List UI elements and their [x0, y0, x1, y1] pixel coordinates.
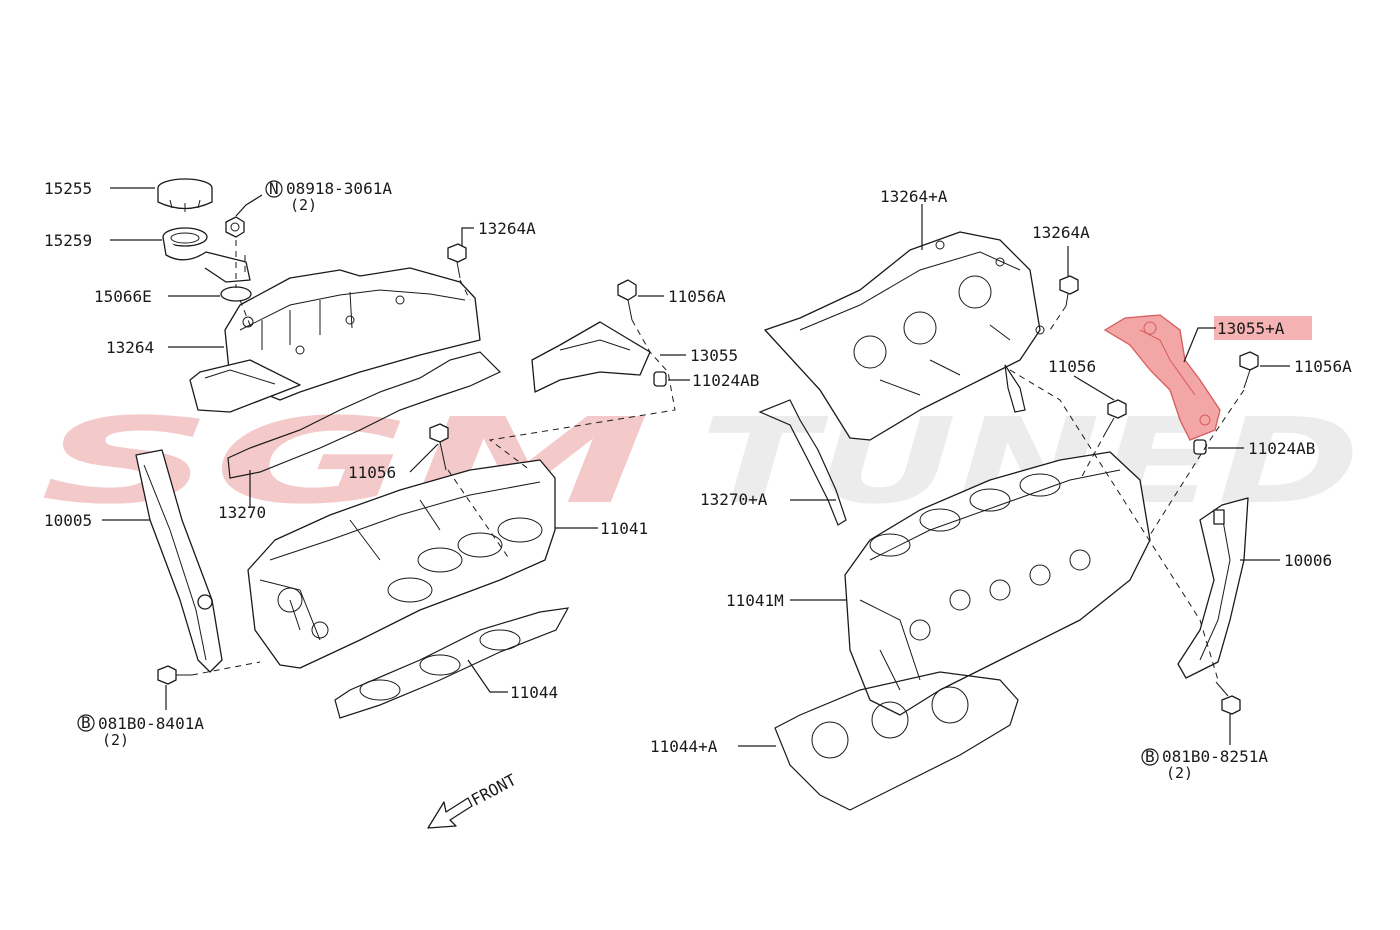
rocker-cover-gasket-right[interactable]: [758, 364, 1026, 526]
bolt-11056-left[interactable]: [429, 423, 449, 471]
nut-08918[interactable]: [225, 216, 245, 238]
label-15259: 15259: [44, 231, 92, 250]
label-b-prefix-right: B: [1145, 747, 1155, 766]
label-11044-plus-a: 11044+A: [650, 737, 718, 756]
n-marker-icon: [265, 180, 283, 198]
b-marker-icon-right: [1141, 748, 1159, 766]
rocker-cover-right[interactable]: [764, 231, 1045, 441]
front-direction-indicator: FRONT: [427, 770, 520, 829]
label-081b0-8401a-qty: (2): [102, 731, 129, 749]
label-11041m: 11041M: [726, 591, 784, 610]
label-08918-qty: (2): [290, 196, 317, 214]
label-13264a-right: 13264A: [1032, 223, 1090, 242]
label-11056-left: 11056: [348, 463, 396, 482]
label-11041: 11041: [600, 519, 648, 538]
oil-filler-tube[interactable]: [162, 227, 251, 283]
head-gasket-left[interactable]: [334, 607, 570, 719]
left-bank-assembly: [102, 178, 690, 719]
part-labels: 15255 N 08918-3061A (2) 15259 13264A 150…: [44, 179, 1352, 782]
oil-filler-cap[interactable]: [157, 178, 213, 212]
bolt-13264a-right[interactable]: [1059, 275, 1079, 307]
head-gasket-right[interactable]: [774, 671, 1019, 811]
label-13055: 13055: [690, 346, 738, 365]
chain-guide-left[interactable]: [135, 449, 223, 673]
bolt-11056a-right[interactable]: [1239, 351, 1259, 389]
bolt-081b0-8401a[interactable]: [157, 665, 192, 685]
cylinder-head-right[interactable]: [844, 451, 1151, 716]
chain-guide-right[interactable]: [1177, 497, 1249, 679]
label-15066e: 15066E: [94, 287, 152, 306]
right-bank-assembly: [738, 204, 1312, 811]
label-b-prefix-left: B: [81, 713, 91, 732]
label-11024ab-right: 11024AB: [1248, 439, 1315, 458]
collar-11024ab-right[interactable]: [1193, 439, 1207, 455]
front-label: FRONT: [468, 770, 520, 810]
o-ring[interactable]: [220, 286, 252, 302]
label-11056a-left: 11056A: [668, 287, 726, 306]
bolt-13264a-left[interactable]: [447, 243, 467, 279]
label-081b0-8401a: 081B0-8401A: [98, 714, 204, 733]
label-10006: 10006: [1284, 551, 1332, 570]
label-11056a-right: 11056A: [1294, 357, 1352, 376]
label-11024ab-left: 11024AB: [692, 371, 759, 390]
label-08918-3061a: 08918-3061A: [286, 179, 392, 198]
label-13055-plus-a: 13055+A: [1217, 319, 1285, 338]
watermark: SGM TUNED: [40, 392, 1360, 530]
label-081b0-8251a-qty: (2): [1166, 764, 1193, 782]
rocker-cover-gasket-left[interactable]: [227, 351, 502, 479]
label-11056-right: 11056: [1048, 357, 1096, 376]
highlight-label-box: [1214, 316, 1312, 340]
heat-shield-left[interactable]: [531, 321, 651, 393]
label-13270: 13270: [218, 503, 266, 522]
front-arrow-icon: [427, 797, 473, 829]
label-10005: 10005: [44, 511, 92, 530]
cylinder-head-left[interactable]: [247, 459, 556, 669]
rocker-cover-left[interactable]: [189, 267, 481, 413]
label-11044: 11044: [510, 683, 558, 702]
heat-shield-right-highlighted[interactable]: [1103, 314, 1221, 441]
bolt-11056-right[interactable]: [1105, 399, 1127, 433]
label-13270-plus-a: 13270+A: [700, 490, 768, 509]
label-081b0-8251a: 081B0-8251A: [1162, 747, 1268, 766]
bolt-081b0-8251a[interactable]: [1215, 681, 1241, 715]
label-13264a-left: 13264A: [478, 219, 536, 238]
bolt-11056a-left[interactable]: [617, 279, 637, 321]
label-13264: 13264: [106, 338, 154, 357]
label-15255: 15255: [44, 179, 92, 198]
b-marker-icon-left: [77, 714, 95, 732]
label-13264-plus-a: 13264+A: [880, 187, 948, 206]
collar-11024ab-left[interactable]: [653, 371, 667, 387]
label-n-prefix: N: [269, 179, 279, 198]
